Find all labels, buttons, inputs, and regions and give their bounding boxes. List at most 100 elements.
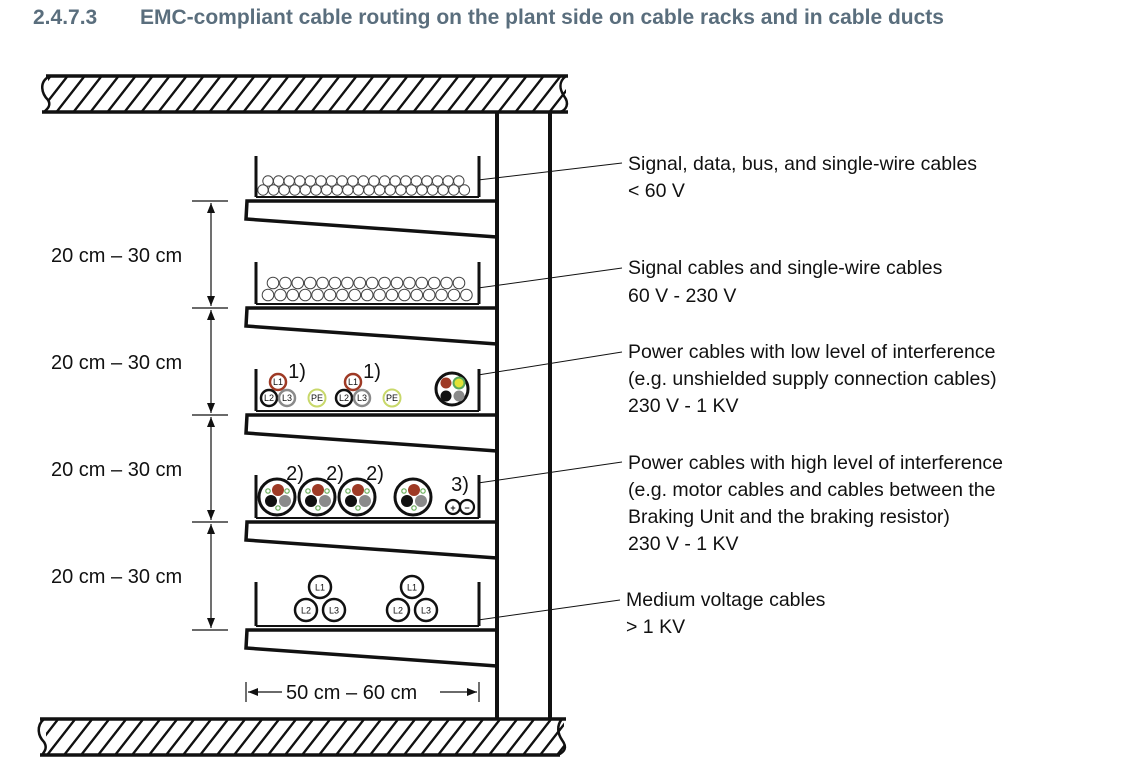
core-L1 [343, 372, 363, 392]
signal-cable [373, 184, 386, 196]
signal-cable [435, 288, 448, 302]
core-label: L1 [273, 377, 283, 387]
ceiling-slab [41, 74, 569, 114]
leader-line [477, 267, 623, 289]
signal-cable [415, 276, 429, 290]
signal-cable [279, 276, 292, 290]
signal-cable [342, 184, 354, 196]
spacing-label: 20 cm – 30 cm [51, 566, 182, 588]
core-L1 [307, 574, 333, 600]
rack-bracket [244, 628, 498, 668]
minus-symbol: − [464, 503, 469, 513]
core-grey [453, 390, 465, 402]
label-line: > 1 KV [626, 616, 685, 638]
screen-wire [315, 505, 321, 511]
label-line: Braking Unit and the braking resistor) [628, 506, 950, 528]
cable-rack [244, 369, 498, 453]
signal-cable [341, 276, 354, 290]
core-label: L1 [348, 377, 358, 387]
power-cables-high: 2)2)2)+−3) [257, 463, 476, 517]
signal-cable [373, 288, 386, 302]
screen-wire [265, 488, 271, 494]
signal-cable [257, 184, 269, 196]
cable-rack [244, 262, 498, 346]
core-L2 [385, 597, 411, 623]
cable-rack [244, 582, 498, 668]
spacing-label: 20 cm – 30 cm [51, 352, 182, 374]
signal-cable [291, 276, 305, 290]
signal-cable [447, 288, 461, 302]
leader-line [477, 162, 623, 181]
vertical-dimensions: 20 cm – 30 cm 20 cm – 30 cm 20 cm – 30 c… [51, 200, 228, 631]
dc-cable: +−3) [444, 474, 476, 516]
leader-line [477, 351, 623, 376]
signal-cable [398, 288, 411, 302]
label-line: (e.g. motor cables and cables between th… [628, 479, 995, 501]
signal-cable [331, 184, 343, 196]
signal-cable [452, 276, 466, 290]
signal-cable [437, 184, 449, 196]
signal-cable [261, 288, 275, 302]
label-line: Medium voltage cables [626, 589, 826, 611]
core-label: L2 [393, 606, 403, 616]
dc-minus [458, 498, 476, 516]
signal-cable [440, 276, 453, 290]
signal-cable [385, 288, 399, 302]
signal-cable [286, 288, 300, 302]
signal-cable [360, 288, 374, 302]
signal-cable [336, 288, 349, 302]
core-label: L3 [357, 393, 367, 403]
signal-cable [426, 184, 439, 196]
rack-bracket [244, 199, 498, 239]
core-L3 [413, 597, 439, 623]
core-label: L2 [301, 606, 311, 616]
core-L3 [352, 388, 372, 408]
core-label: L3 [421, 606, 431, 616]
signal-cable [453, 175, 465, 187]
screen-wire [305, 488, 311, 494]
signal-cable [289, 184, 301, 196]
signal-cable [352, 184, 365, 196]
spacing-label: 20 cm – 30 cm [51, 245, 182, 267]
core-grey [279, 495, 291, 507]
core-L1 [268, 372, 288, 392]
multicore-cable [434, 371, 470, 407]
core-L3 [277, 388, 297, 408]
signal-cable [448, 184, 460, 196]
core-PE [382, 388, 402, 408]
signal-cable [316, 276, 329, 290]
signal-cable [416, 184, 428, 196]
footnote-marker: 2) [366, 463, 384, 485]
signal-cable [278, 184, 290, 196]
spacing-label: 20 cm – 30 cm [51, 459, 182, 481]
core-L2 [293, 597, 319, 623]
signal-cable [460, 288, 473, 302]
screen-wire [324, 488, 330, 494]
label-line: 230 V - 1 KV [628, 395, 739, 417]
label-line: Power cables with low level of interfere… [628, 341, 995, 363]
core-PE [307, 388, 327, 408]
leader-line [477, 461, 623, 484]
cable-bundle [261, 276, 473, 302]
screen-wire [411, 505, 417, 511]
label-line: 230 V - 1 KV [628, 533, 739, 555]
shielded-motor-cable [393, 477, 433, 517]
core-black [440, 390, 452, 402]
label-line: Power cables with high level of interfer… [628, 452, 1003, 474]
core-black [401, 495, 413, 507]
footnote-marker: 2) [286, 463, 304, 485]
label-line: Signal, data, bus, and single-wire cable… [628, 153, 977, 175]
leader-lines [477, 162, 623, 621]
signal-cable [422, 288, 436, 302]
screen-wire [275, 505, 281, 511]
signal-cable [395, 184, 407, 196]
footnote-marker: 1) [363, 361, 381, 383]
signal-cable [266, 276, 280, 290]
screen-wire [284, 488, 290, 494]
core-brown [312, 484, 324, 496]
core-black [345, 495, 357, 507]
